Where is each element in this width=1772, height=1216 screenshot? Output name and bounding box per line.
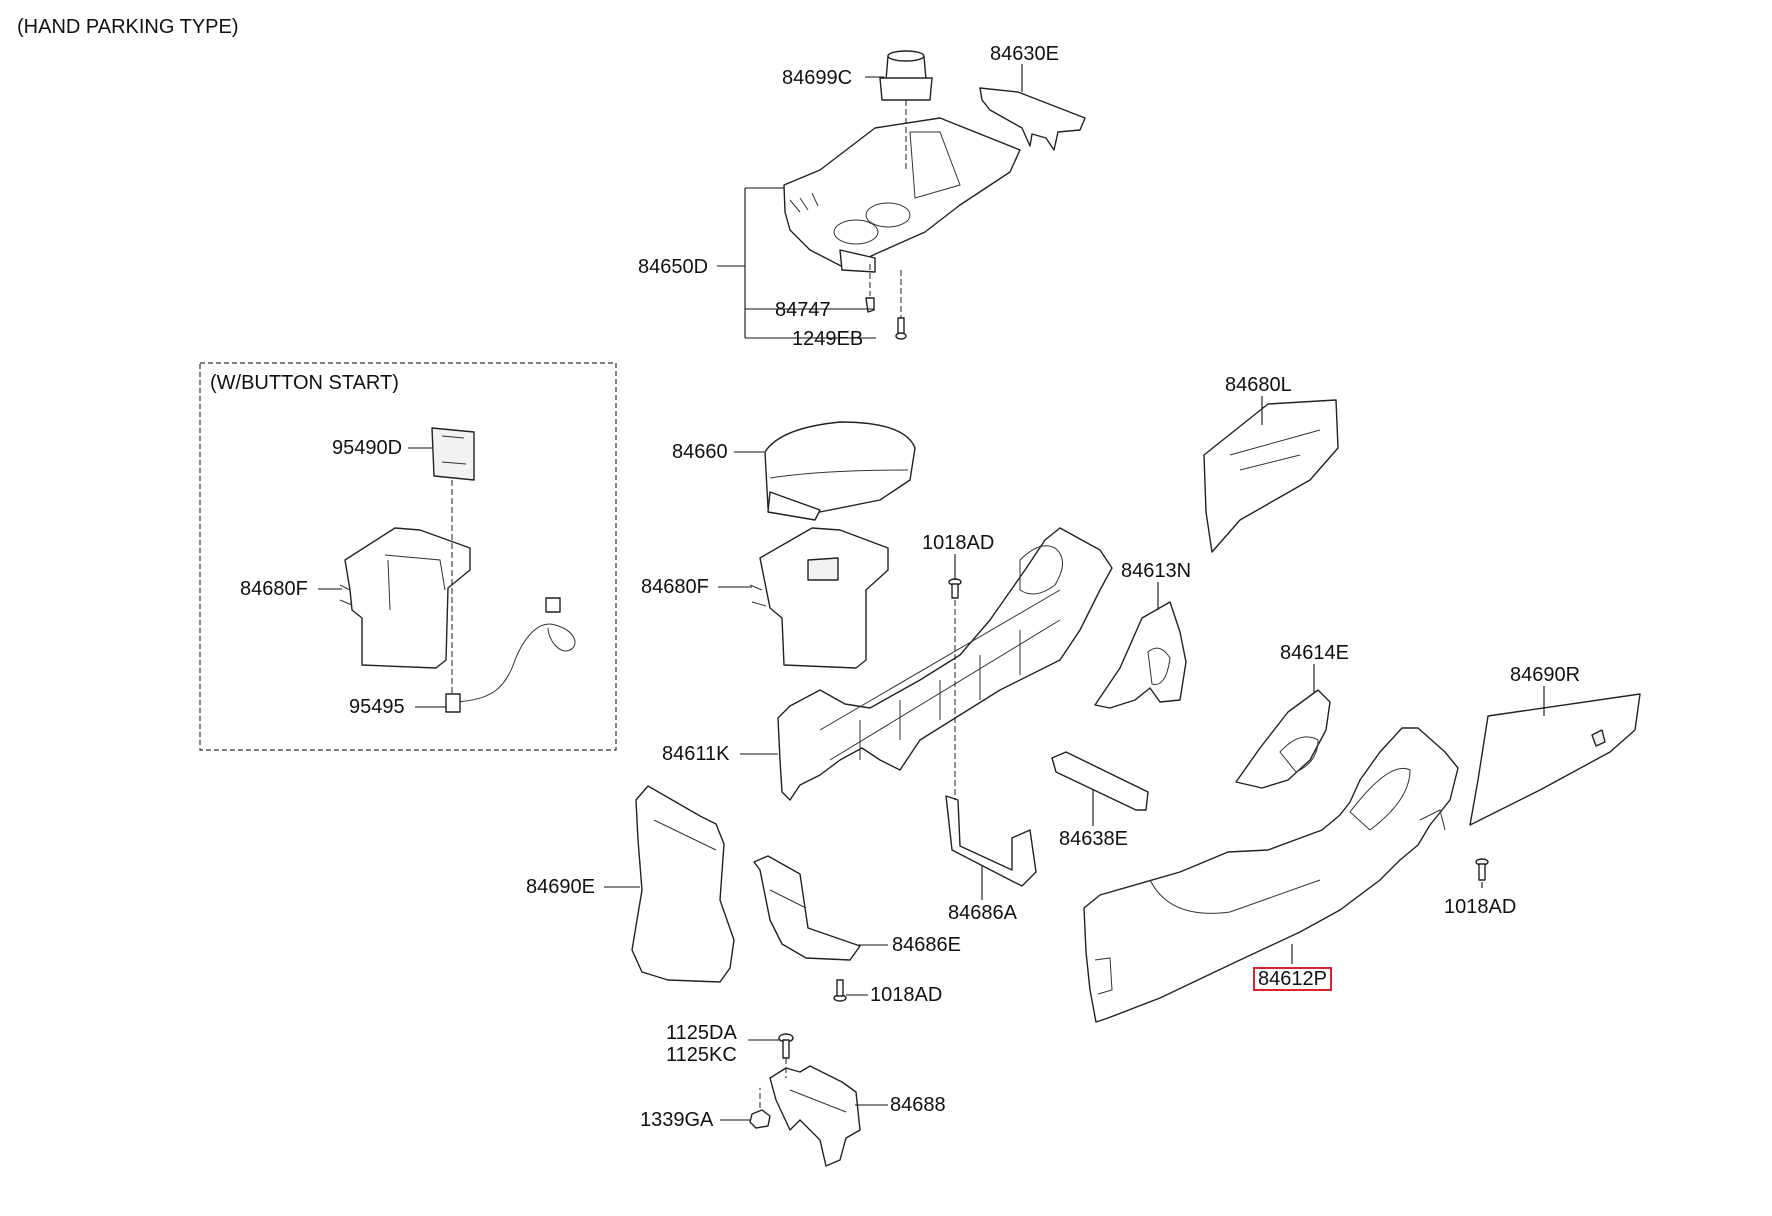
part-1249eb-screw: [895, 317, 907, 340]
part-label-95495[interactable]: 95495: [349, 696, 405, 718]
part-label-1125da[interactable]: 1125DA: [666, 1022, 737, 1044]
part-label-84680f-inset[interactable]: 84680F: [240, 578, 308, 600]
part-label-84614e[interactable]: 84614E: [1280, 642, 1349, 664]
part-84650d-console-upper: [783, 117, 1021, 273]
part-label-84650d[interactable]: 84650D: [638, 256, 709, 278]
part-label-84613n[interactable]: 84613N: [1121, 560, 1192, 582]
part-84690r-panel: [1469, 693, 1641, 826]
part-84638e-bracket: [1051, 751, 1149, 811]
part-84686e-bracket: [753, 855, 861, 961]
part-label-84680l[interactable]: 84680L: [1225, 374, 1292, 396]
part-1125da-bolt: [778, 1033, 794, 1059]
part-84686a-bracket: [945, 795, 1037, 887]
part-84611k-frame: [777, 527, 1113, 801]
part-label-84612p-highlighted[interactable]: 84612P: [1253, 967, 1332, 991]
part-84660-armrest: [764, 421, 916, 521]
part-84699c-cap: [879, 50, 933, 101]
inset-title: (W/BUTTON START): [210, 372, 399, 394]
part-84688-bracket: [769, 1065, 861, 1167]
part-84747-clip: [865, 297, 875, 313]
part-label-84638e[interactable]: 84638E: [1059, 828, 1128, 850]
dash-84650d-fasteners: [869, 264, 902, 318]
part-84614e-bracket: [1235, 689, 1331, 789]
button-start-inset-box: [199, 362, 617, 751]
part-label-1018ad-top[interactable]: 1018AD: [922, 532, 995, 554]
part-1018ad-screw-lower: [833, 979, 847, 1002]
part-84680f-bin: [749, 527, 889, 669]
diagram-title: (HAND PARKING TYPE): [17, 16, 239, 38]
part-1018ad-screw-right: [1475, 858, 1489, 881]
part-label-84690r[interactable]: 84690R: [1510, 664, 1581, 686]
dash-84688-fasteners: [759, 1058, 787, 1108]
part-label-1249eb[interactable]: 1249EB: [792, 328, 864, 350]
part-84690e-cover: [631, 785, 735, 983]
part-label-84680f[interactable]: 84680F: [641, 576, 709, 598]
part-84612p-console: [1083, 727, 1459, 1023]
part-label-1339ga[interactable]: 1339GA: [640, 1109, 714, 1131]
part-label-84688[interactable]: 84688: [890, 1094, 946, 1116]
part-label-95490d[interactable]: 95490D: [332, 437, 403, 459]
part-label-84686a[interactable]: 84686A: [948, 902, 1017, 924]
part-label-84686e[interactable]: 84686E: [892, 934, 961, 956]
leader-84650d-bracket: [717, 187, 876, 339]
part-label-1018ad-right[interactable]: 1018AD: [1444, 896, 1517, 918]
part-84680f-inset-bin: [339, 527, 471, 669]
part-95490d-switch: [431, 427, 475, 481]
part-84680l-panel: [1203, 399, 1339, 553]
part-label-1018ad-lower[interactable]: 1018AD: [870, 984, 943, 1006]
part-label-84630e[interactable]: 84630E: [990, 43, 1059, 65]
part-label-84699c[interactable]: 84699C: [782, 67, 853, 89]
part-1339ga-nut: [749, 1109, 771, 1129]
part-95495-cable: [445, 597, 576, 713]
part-label-84611k[interactable]: 84611K: [662, 743, 730, 765]
part-label-84747[interactable]: 84747: [775, 299, 831, 321]
part-84613n-bracket: [1094, 601, 1187, 709]
part-label-1125kc[interactable]: 1125KC: [666, 1044, 737, 1066]
part-84630e-trim: [979, 87, 1086, 151]
part-label-84690e[interactable]: 84690E: [526, 876, 595, 898]
part-label-84660[interactable]: 84660: [672, 441, 728, 463]
part-1018ad-screw-top: [948, 578, 962, 599]
